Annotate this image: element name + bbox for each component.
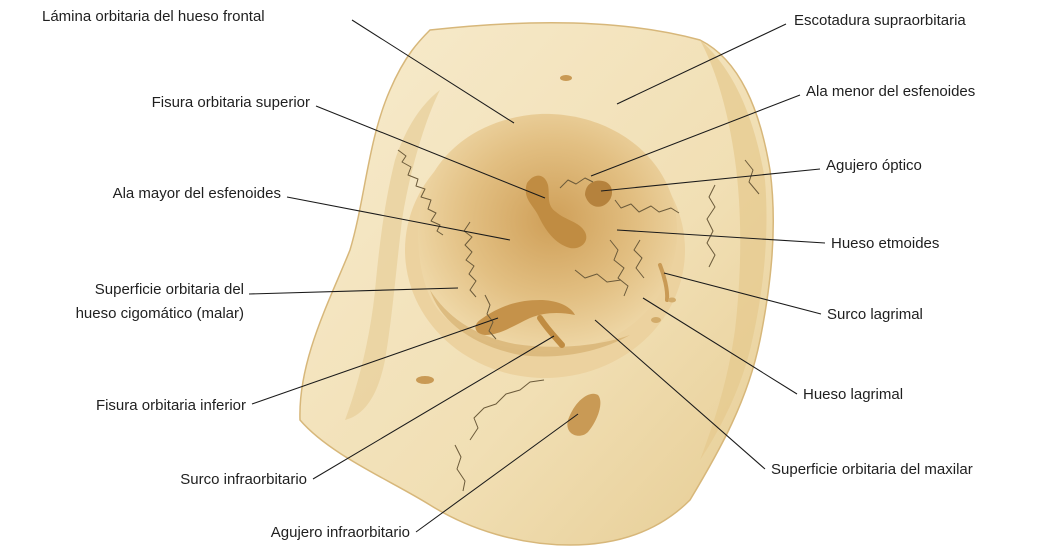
- label-surco-infraorbitario: Surco infraorbitario: [180, 471, 307, 488]
- label-agujero-optico: Agujero óptico: [826, 157, 922, 174]
- label-fisura-orbitaria-superior: Fisura orbitaria superior: [152, 94, 310, 111]
- label-agujero-infraorbitario: Agujero infraorbitario: [271, 524, 410, 541]
- label-lamina-orbitaria: Lámina orbitaria del hueso frontal: [42, 8, 265, 25]
- label-fisura-orbitaria-inferior: Fisura orbitaria inferior: [96, 397, 246, 414]
- label-superficie-cigomatico-line2: hueso cigomático (malar): [76, 305, 244, 322]
- small-foramen-lower: [416, 376, 434, 384]
- label-ala-menor-esfenoides: Ala menor del esfenoides: [806, 83, 975, 100]
- label-surco-lagrimal: Surco lagrimal: [827, 306, 923, 323]
- label-hueso-etmoides: Hueso etmoides: [831, 235, 939, 252]
- label-escotadura-supraorbitaria: Escotadura supraorbitaria: [794, 12, 966, 29]
- label-superficie-maxilar: Superficie orbitaria del maxilar: [771, 461, 973, 478]
- label-ala-mayor-esfenoides: Ala mayor del esfenoides: [113, 185, 281, 202]
- label-hueso-lagrimal: Hueso lagrimal: [803, 386, 903, 403]
- small-foramen-right: [651, 317, 661, 323]
- small-foramen-right-2: [668, 298, 676, 303]
- label-superficie-cigomatico-line1: Superficie orbitaria del: [95, 281, 244, 298]
- small-foramen: [560, 75, 572, 81]
